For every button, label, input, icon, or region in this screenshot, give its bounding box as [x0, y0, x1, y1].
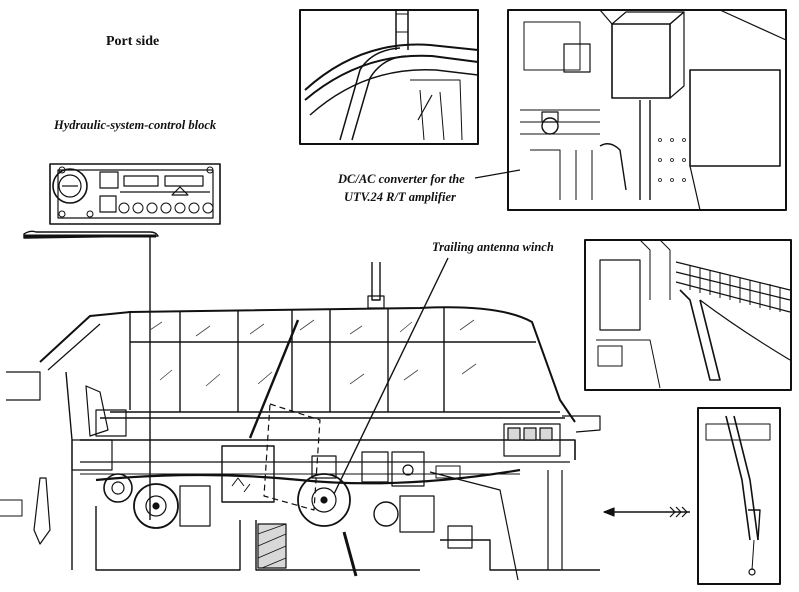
hydraulic-block-label: Hydraulic-system-control block — [54, 118, 217, 132]
inset-antenna-cable — [697, 407, 781, 585]
antenna-winch-label: Trailing antenna winch — [432, 240, 554, 254]
port-side-label: Port side — [106, 34, 160, 49]
inset-converter — [474, 9, 787, 211]
inset-canopy-frame — [299, 9, 479, 145]
converter-label-line1: DC/AC converter for the — [338, 172, 465, 186]
converter-label-line2: UTV.24 R/T amplifier — [344, 190, 456, 204]
hydraulic-control-block — [23, 163, 221, 520]
pointer-arrow — [603, 506, 690, 518]
fuselage-cutaway — [0, 257, 601, 581]
inset-seat-mechanism — [584, 239, 792, 391]
